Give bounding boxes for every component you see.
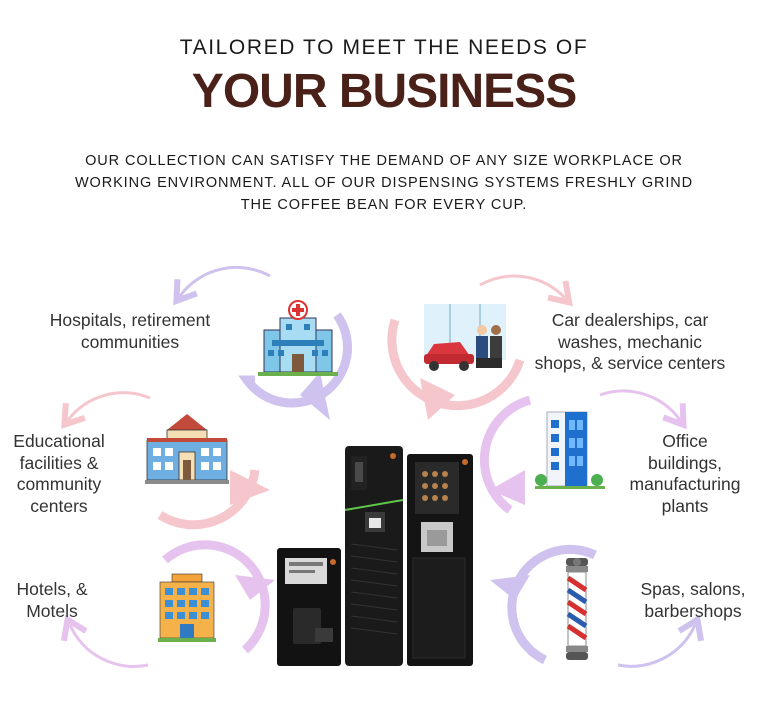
- label-line: Hospitals, retirement: [49, 310, 211, 330]
- label-line: Spas, salons,: [640, 579, 746, 599]
- office-building-icon: [535, 411, 605, 489]
- intro-line: OUR COLLECTION CAN SATISFY THE DEMAND OF…: [85, 153, 683, 169]
- hospital-icon: [258, 300, 338, 376]
- label-car-dealerships: Car dealerships, car washes, mechanic sh…: [520, 310, 740, 375]
- label-line: Hotels, &: [16, 579, 88, 599]
- intro-text: OUR COLLECTION CAN SATISFY THE DEMAND OF…: [60, 150, 708, 216]
- car-arc: [387, 274, 573, 420]
- car-dealership-icon: [424, 304, 506, 371]
- label-line: Car dealerships, car: [551, 310, 709, 330]
- label-line: centers: [30, 495, 88, 516]
- barber-arc: [490, 544, 704, 668]
- label-line: Office: [662, 431, 708, 451]
- intro-line: THE COFFEE BEAN FOR EVERY CUP.: [240, 197, 528, 213]
- hotel-icon: [158, 573, 216, 642]
- page-tagline: TAILORED TO MEET THE NEEDS OF: [179, 36, 589, 59]
- hotel-arc: [60, 540, 275, 668]
- label-line: Motels: [26, 600, 78, 621]
- label-hospitals: Hospitals, retirement communities: [30, 310, 230, 353]
- label-line: washes, mechanic: [558, 331, 702, 352]
- label-line: facilities &: [19, 452, 99, 473]
- label-office: Office buildings, manufacturing plants: [615, 431, 755, 517]
- label-line: Educational: [13, 431, 105, 451]
- label-line: manufacturing: [629, 474, 741, 494]
- label-line: barbershops: [644, 600, 742, 621]
- label-educational: Educational facilities & community cente…: [0, 431, 118, 517]
- hospital-arc: [173, 265, 352, 420]
- university-icon: [145, 414, 229, 484]
- label-line: shops, & service centers: [534, 353, 726, 373]
- label-line: communities: [80, 331, 180, 352]
- label-hotels: Hotels, & Motels: [0, 579, 104, 622]
- office-arc: [479, 389, 687, 514]
- barber-pole-icon: [566, 558, 588, 660]
- label-line: plants: [661, 495, 709, 516]
- intro-line: WORKING ENVIRONMENT. ALL OF OUR DISPENSI…: [74, 175, 694, 191]
- label-spas: Spas, salons, barbershops: [628, 579, 758, 622]
- coffee-dispensers-icon: [277, 446, 473, 666]
- page-title: YOUR BUSINESS: [191, 65, 577, 118]
- university-arc: [61, 391, 270, 530]
- label-line: community: [16, 474, 102, 494]
- label-line: buildings,: [648, 452, 722, 473]
